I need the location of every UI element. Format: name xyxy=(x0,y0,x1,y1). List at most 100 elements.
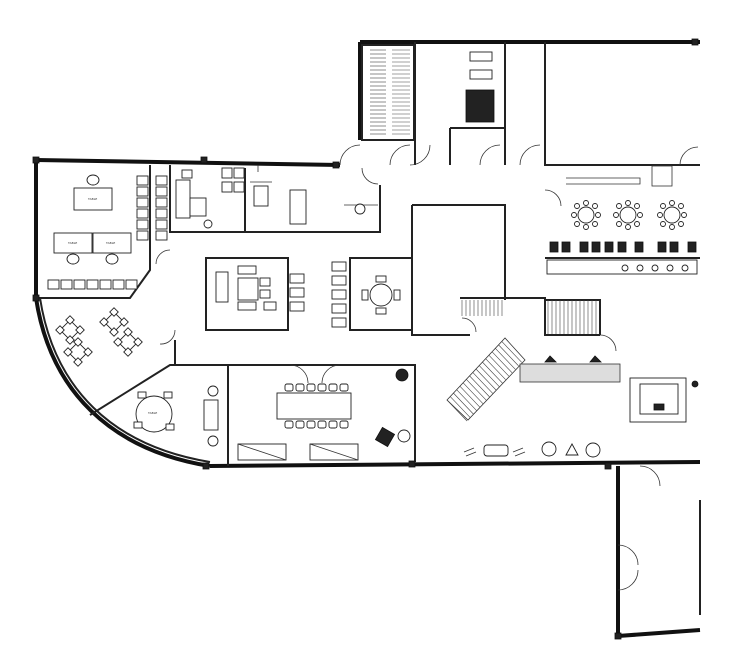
column xyxy=(691,38,699,46)
stair-tread xyxy=(498,344,519,367)
chair xyxy=(295,383,305,392)
chair xyxy=(583,200,589,206)
stair-tread xyxy=(446,399,468,422)
chair xyxy=(339,383,349,392)
chair xyxy=(678,203,684,209)
round-table xyxy=(663,206,681,224)
chair xyxy=(595,212,601,218)
cabinet xyxy=(155,186,168,197)
reception xyxy=(519,355,699,423)
round-meeting-room: TABLE xyxy=(133,385,219,447)
seat xyxy=(83,347,93,357)
chair xyxy=(591,241,601,253)
seat xyxy=(55,325,65,335)
cabinet xyxy=(155,197,168,208)
column xyxy=(202,462,210,470)
svg-text:TABLE: TABLE xyxy=(105,241,115,245)
chair xyxy=(592,203,598,209)
chair xyxy=(687,241,697,253)
stair-tread xyxy=(475,368,497,391)
cabinet xyxy=(47,279,60,290)
chair xyxy=(634,203,640,209)
stair-tread xyxy=(466,379,487,401)
stair-top xyxy=(361,44,415,141)
desk xyxy=(53,232,93,254)
stair-tread xyxy=(459,386,481,408)
chair xyxy=(660,221,666,227)
chair xyxy=(592,221,598,227)
conference-table xyxy=(276,392,352,420)
cabinet xyxy=(136,230,149,241)
desk-label: TABLE xyxy=(87,197,97,201)
sofa-cluster xyxy=(103,311,125,333)
cabinet xyxy=(136,186,149,197)
cabinet xyxy=(155,230,168,241)
cabinet xyxy=(136,197,149,208)
chair xyxy=(616,203,622,209)
chair xyxy=(339,420,349,429)
chair xyxy=(284,383,294,392)
chair xyxy=(317,420,327,429)
column xyxy=(200,156,208,164)
round-table xyxy=(577,206,595,224)
stair-tread xyxy=(450,396,471,418)
seat xyxy=(73,357,83,367)
chair xyxy=(681,212,687,218)
seat xyxy=(109,307,119,317)
stair-tread xyxy=(479,365,500,387)
stair-tread xyxy=(485,358,506,380)
stair-tread xyxy=(488,355,510,377)
svg-text:TABLE: TABLE xyxy=(67,241,77,245)
seat xyxy=(63,347,73,357)
chair xyxy=(561,241,571,253)
seat xyxy=(133,337,143,347)
interior-walls xyxy=(36,42,700,466)
stool xyxy=(621,264,629,272)
chair xyxy=(295,420,305,429)
stair-tread xyxy=(495,348,516,370)
copy-room xyxy=(175,167,245,229)
desk xyxy=(92,232,132,254)
column xyxy=(32,294,40,302)
columns xyxy=(32,38,699,640)
chair xyxy=(669,200,675,206)
chair xyxy=(86,174,100,186)
chair xyxy=(617,241,627,253)
chair xyxy=(634,221,640,227)
washroom xyxy=(465,51,495,123)
cabinet xyxy=(155,175,168,186)
cabinet xyxy=(155,208,168,219)
chair xyxy=(678,221,684,227)
cabinet xyxy=(86,279,99,290)
chair xyxy=(549,241,559,253)
column xyxy=(408,460,416,468)
chair xyxy=(657,241,667,253)
round-table xyxy=(619,206,637,224)
seat xyxy=(65,335,75,345)
chair xyxy=(574,221,580,227)
chair xyxy=(317,383,327,392)
stool xyxy=(681,264,689,272)
chair xyxy=(613,212,619,218)
stair-tread xyxy=(469,375,490,398)
stair-center xyxy=(446,297,600,422)
stool xyxy=(636,264,644,272)
stair-tread xyxy=(501,341,522,363)
sofa-cluster xyxy=(117,331,139,353)
seat xyxy=(73,337,83,347)
chair xyxy=(583,224,589,230)
chair xyxy=(604,241,614,253)
column xyxy=(604,462,612,470)
chair xyxy=(579,241,589,253)
stair-tread xyxy=(453,392,474,415)
chair xyxy=(284,420,294,429)
exterior-walls xyxy=(34,40,701,638)
stair-tread xyxy=(472,372,493,394)
chair xyxy=(574,203,580,209)
stool xyxy=(651,264,659,272)
chair xyxy=(669,224,675,230)
column xyxy=(32,156,40,164)
chair xyxy=(625,200,631,206)
gym xyxy=(250,165,378,225)
